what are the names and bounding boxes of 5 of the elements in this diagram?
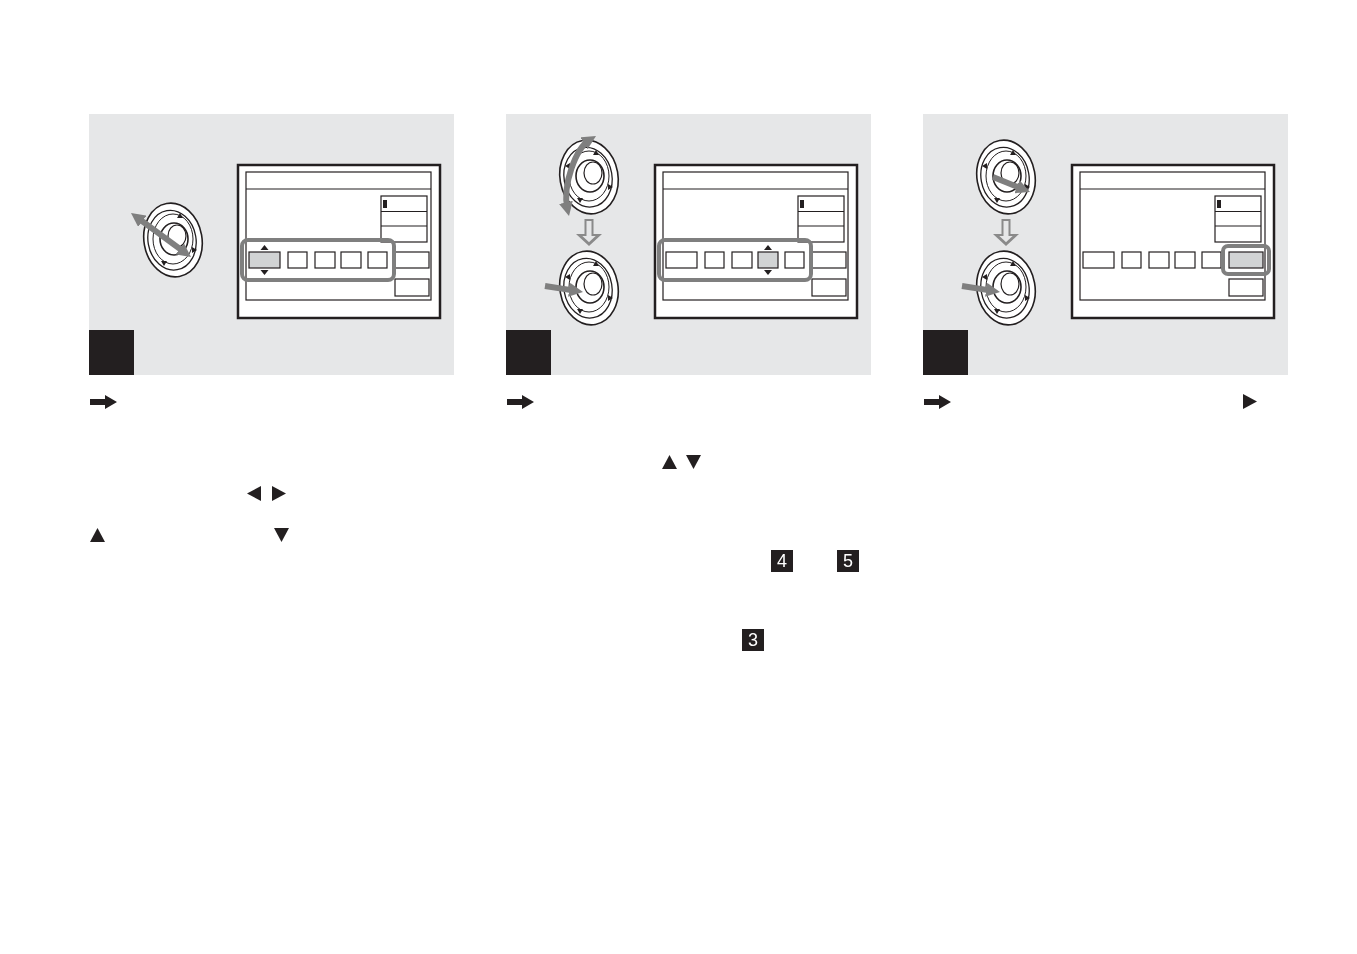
hollow-arrow <box>576 219 602 246</box>
step-reference-number: 5 <box>837 550 859 572</box>
hollow-arrow <box>993 219 1019 246</box>
step-reference-number: 4 <box>771 550 793 572</box>
step-reference-number: 3 <box>742 629 764 651</box>
